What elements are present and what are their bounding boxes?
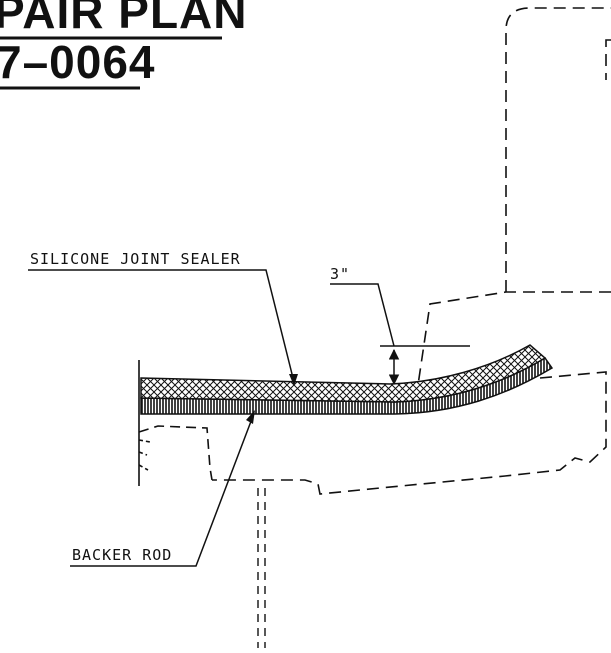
title-line-2: 7–0064: [0, 36, 156, 88]
title-line-1: PAIR PLAN: [0, 0, 248, 38]
support-post: [257, 488, 266, 648]
dimension-3in: [330, 283, 470, 386]
title-block: PAIR PLAN 7–0064: [0, 0, 248, 90]
silicone-sealer-band: [140, 344, 547, 403]
backer-label: BACKER ROD: [72, 546, 172, 564]
dimension-label: 3": [330, 265, 350, 283]
backer-leader: [70, 410, 255, 567]
wall-outline: [505, 7, 611, 292]
left-slab-outline: [138, 360, 213, 486]
slab-outline: [212, 291, 611, 495]
sealer-leader: [28, 269, 298, 386]
sealer-label: SILICONE JOINT SEALER: [30, 250, 241, 268]
